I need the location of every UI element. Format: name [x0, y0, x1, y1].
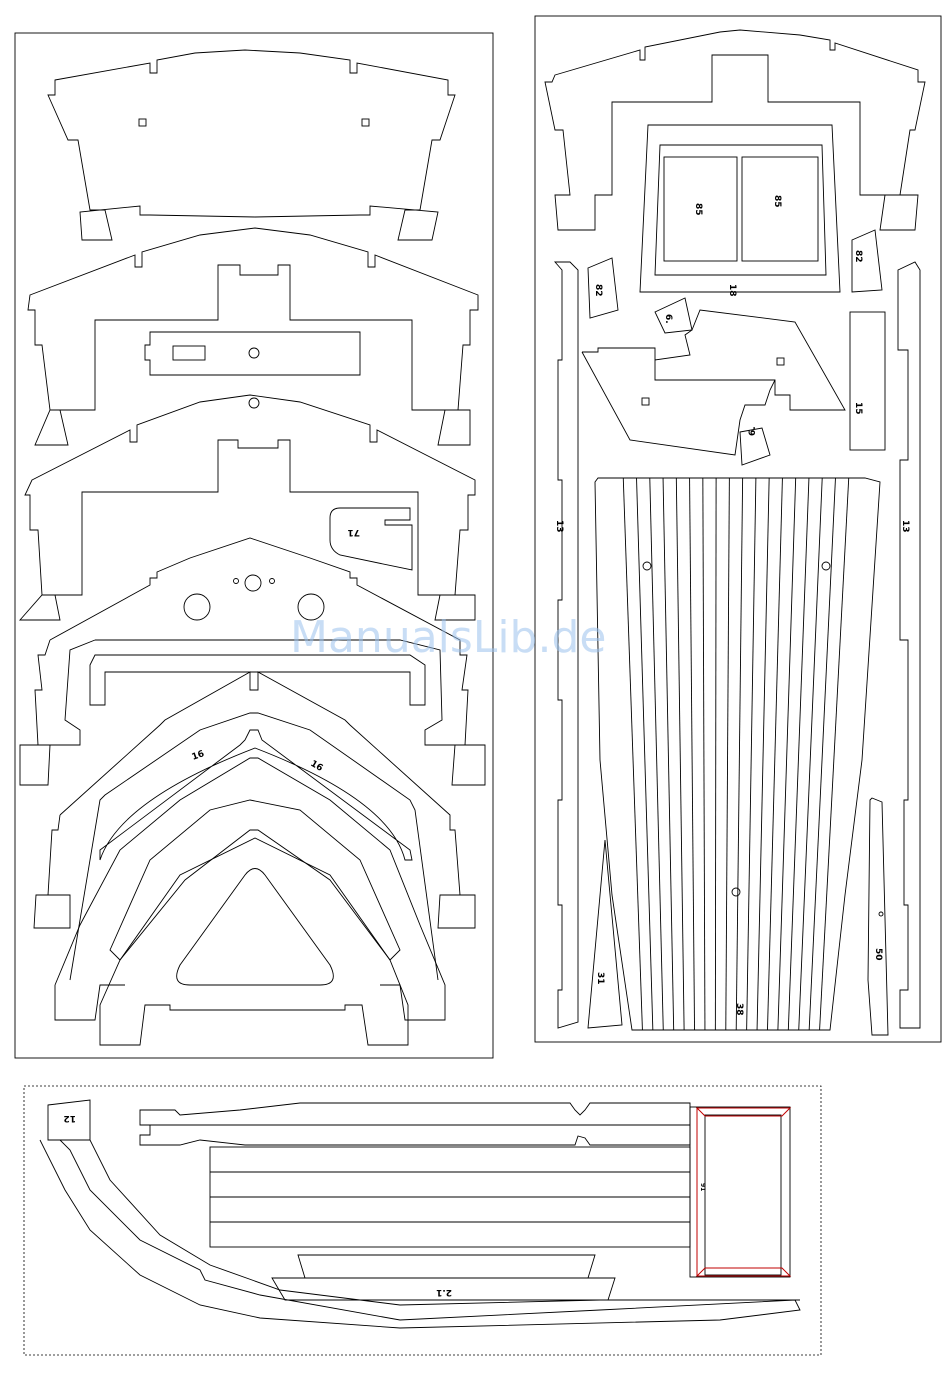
plank-line: [799, 478, 822, 1030]
frame-part-7: [100, 830, 408, 1045]
label-85-left: 85: [693, 203, 703, 216]
plank-line: [703, 478, 705, 1030]
plank-line: [726, 478, 730, 1030]
label-16-right: 16: [309, 759, 325, 774]
frame-part-2: [28, 228, 478, 445]
hatch-frame-91: [690, 1107, 790, 1277]
label-6-bottom: 6.: [748, 426, 758, 436]
side-strip-13-right: [898, 262, 920, 1028]
label-13-left: 13: [554, 520, 564, 533]
deck-planking: [595, 478, 880, 1030]
frame-part-5: [34, 672, 475, 980]
label-16-left: 16: [191, 749, 206, 763]
plank-line: [663, 478, 674, 1030]
label-50: 50: [873, 948, 883, 961]
plank-line: [623, 478, 642, 1030]
bottom-sheet-frame: [24, 1086, 821, 1355]
right-small-parts: [588, 230, 885, 465]
frame-part-6: [55, 758, 445, 1020]
deck-frame-top: [545, 30, 925, 292]
label-91: 91: [699, 1183, 706, 1191]
gunwale-strip-top: [140, 1103, 690, 1145]
deck-strip-31: [588, 840, 622, 1028]
label-6-top: 6.: [663, 314, 673, 324]
plank-line: [757, 478, 769, 1030]
plank-line: [650, 478, 663, 1030]
label-82-left: 82: [593, 284, 603, 297]
label-2-1: 2.1: [436, 1287, 452, 1297]
plank-line: [676, 478, 684, 1030]
label-18: 18: [727, 284, 737, 297]
planking-bottom: [210, 1147, 690, 1247]
deck-strip-50: [868, 798, 888, 1035]
label-71: 71: [347, 527, 360, 537]
label-13-right: 13: [900, 520, 910, 533]
deck-piece-center: [582, 310, 845, 455]
plank-line: [736, 478, 742, 1030]
frame-part-1: [48, 50, 455, 240]
label-31: 31: [595, 972, 605, 985]
label-85-right: 85: [772, 195, 782, 208]
frame-part-3: [20, 395, 475, 620]
plank-line: [747, 478, 756, 1030]
plank-line: [820, 478, 849, 1030]
label-38: 38: [734, 1003, 744, 1016]
plank-line: [788, 478, 809, 1030]
watermark: ManualsLib.de: [290, 612, 606, 663]
label-82-right: 82: [853, 250, 863, 263]
plank-line: [809, 478, 835, 1030]
label-12: 12: [63, 1113, 76, 1123]
plank-line: [690, 478, 695, 1030]
keel-part-12: [40, 1100, 800, 1328]
left-sheet-frame: [15, 33, 493, 1058]
label-15: 15: [853, 402, 863, 415]
plank-line: [715, 478, 716, 1030]
plank-line: [637, 478, 653, 1030]
